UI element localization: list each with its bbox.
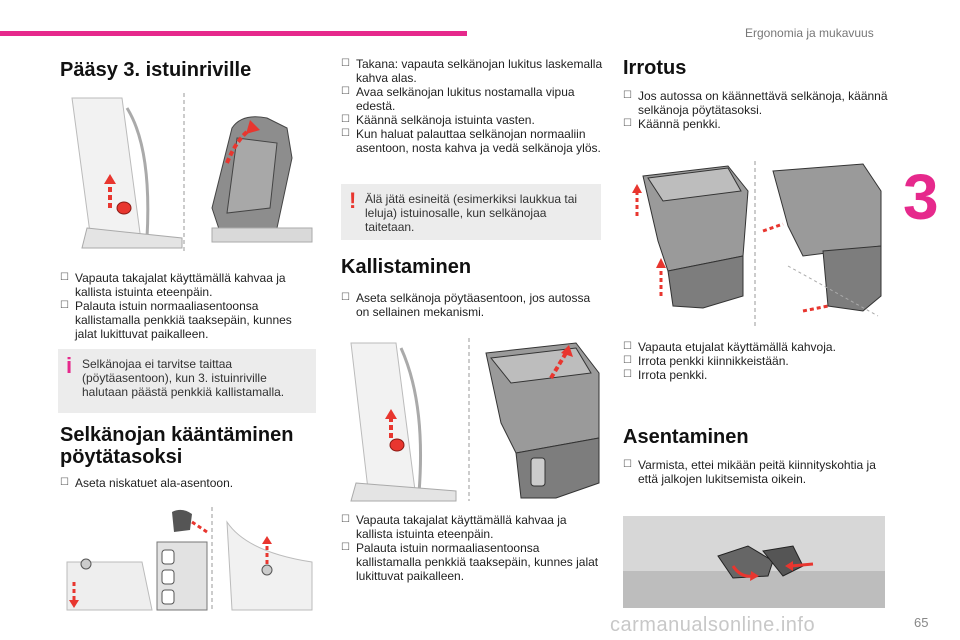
warning-note-text: Älä jätä esineitä (esimerkiksi laukkua t… [365, 192, 578, 234]
list-item: ☐ Irrota penkki. [623, 368, 888, 382]
list-item: ☐ Palauta istuin normaaliasentoonsa kalli… [60, 299, 310, 341]
checkbox-icon: ☐ [60, 300, 69, 311]
list-item: ☐ Takana: vapauta selkänojan lukitus lask… [341, 57, 603, 85]
illustration-seat-tilt [62, 88, 318, 258]
arrow-icon [635, 191, 829, 313]
steps-list: ☐ Aseta niskatuet ala-asentoon. [60, 476, 310, 490]
checkbox-icon: ☐ [341, 86, 350, 97]
steps-list: ☐ Varmista, ettei mikään peitä kiinnitysk… [623, 458, 888, 486]
list-item: ☐ Käännä penkki. [623, 117, 888, 131]
checkbox-icon: ☐ [623, 341, 632, 352]
warning-note: ! Älä jätä esineitä (esimerkiksi laukkua… [341, 184, 601, 240]
step-text: Irrota penkki kiinnikkeistään. [638, 354, 789, 368]
step-text: Aseta niskatuet ala-asentoon. [75, 476, 234, 490]
info-note-text: Selkänojaa ei tarvitse taittaa (pöytäase… [82, 357, 285, 399]
steps-list: ☐ Jos autossa on käännettävä selkänoja, k… [623, 89, 888, 131]
step-text: Vapauta takajalat käyttämällä kahvaa ja … [356, 513, 567, 541]
step-text: Avaa selkänojan lukitus nostamalla vipua… [356, 85, 575, 113]
section-title-tilting: Kallistaminen [341, 256, 472, 278]
step-text: Irrota penkki. [638, 368, 708, 382]
steps-list: ☐ Takana: vapauta selkänojan lukitus lask… [341, 57, 603, 155]
info-icon: i [66, 353, 73, 378]
list-item: ☐ Aseta selkänoja pöytäasentoon, jos auto… [341, 291, 603, 319]
list-item: ☐ Irrota penkki kiinnikkeistään. [623, 354, 888, 368]
illustration-removal [623, 156, 885, 330]
info-note: i Selkänojaa ei tarvitse taittaa (pöytäa… [58, 349, 316, 413]
section-title-removal: Irrotus [623, 57, 687, 79]
steps-list: ☐ Aseta selkänoja pöytäasentoon, jos auto… [341, 291, 603, 319]
list-item: ☐ Kun haluat palauttaa selkänojan normaal… [341, 127, 603, 155]
header-accent-bar [0, 31, 467, 36]
steps-list: ☐ Vapauta takajalat käyttämällä kahvaa ja… [341, 513, 603, 583]
illustration-headrest [62, 502, 318, 612]
illustration-tilt-table [341, 333, 603, 505]
step-text: Kun haluat palauttaa selkänojan normaali… [356, 127, 601, 155]
list-item: ☐ Vapauta etujalat käyttämällä kahvoja. [623, 340, 888, 354]
step-text: Palauta istuin normaaliasentoonsa kallis… [356, 541, 599, 583]
list-item: ☐ Vapauta takajalat käyttämällä kahvaa ja… [341, 513, 603, 541]
steps-list: ☐ Vapauta takajalat käyttämällä kahvaa ja… [60, 271, 310, 341]
checkbox-icon: ☐ [341, 542, 350, 553]
step-text: Takana: vapauta selkänojan lukitus laske… [356, 57, 603, 85]
step-text: Jos autossa on käännettävä selkänoja, kä… [638, 89, 888, 117]
watermark: carmanualsonline.info [610, 614, 816, 636]
illustration-installation [623, 516, 885, 608]
checkbox-icon: ☐ [341, 514, 350, 525]
list-item: ☐ Käännä selkänoja istuinta vasten. [341, 113, 603, 127]
checkbox-icon: ☐ [341, 58, 350, 69]
step-text: Palauta istuin normaaliasentoonsa kallis… [75, 299, 292, 341]
checkbox-icon: ☐ [623, 459, 632, 470]
chapter-number: 3 [903, 161, 939, 233]
step-text: Vapauta etujalat käyttämällä kahvoja. [638, 340, 836, 354]
step-text: Varmista, ettei mikään peitä kiinnitysko… [638, 458, 876, 486]
steps-list: ☐ Vapauta etujalat käyttämällä kahvoja. ☐… [623, 340, 888, 382]
list-item: ☐ Aseta niskatuet ala-asentoon. [60, 476, 310, 490]
checkbox-icon: ☐ [341, 128, 350, 139]
step-text: Käännä selkänoja istuinta vasten. [356, 113, 535, 127]
step-text: Aseta selkänoja pöytäasentoon, jos autos… [356, 291, 591, 319]
section-title-installation: Asentaminen [623, 426, 749, 448]
list-item: ☐ Avaa selkänojan lukitus nostamalla vipu… [341, 85, 603, 113]
list-item: ☐ Vapauta takajalat käyttämällä kahvaa ja… [60, 271, 310, 299]
checkbox-icon: ☐ [623, 90, 632, 101]
checkbox-icon: ☐ [623, 355, 632, 366]
checkbox-icon: ☐ [60, 477, 69, 488]
checkbox-icon: ☐ [623, 118, 632, 129]
checkbox-icon: ☐ [341, 114, 350, 125]
section-title-backrest-table: Selkänojan kääntäminen pöytätasoksi [60, 424, 294, 468]
list-item: ☐ Palauta istuin normaaliasentoonsa kalli… [341, 541, 603, 583]
checkbox-icon: ☐ [60, 272, 69, 283]
checkbox-icon: ☐ [341, 292, 350, 303]
checkbox-icon: ☐ [623, 369, 632, 380]
list-item: ☐ Jos autossa on käännettävä selkänoja, k… [623, 89, 888, 117]
page-number: 65 [914, 615, 929, 630]
arrow-icon [389, 351, 568, 438]
step-text: Käännä penkki. [638, 117, 721, 131]
section-label: Ergonomia ja mukavuus [745, 26, 874, 40]
list-item: ☐ Varmista, ettei mikään peitä kiinnitysk… [623, 458, 888, 486]
warning-icon: ! [349, 188, 357, 213]
step-text: Vapauta takajalat käyttämällä kahvaa ja … [75, 271, 286, 299]
arrow-icon [72, 520, 269, 602]
section-title-access-row3: Pääsy 3. istuinriville [60, 59, 252, 81]
